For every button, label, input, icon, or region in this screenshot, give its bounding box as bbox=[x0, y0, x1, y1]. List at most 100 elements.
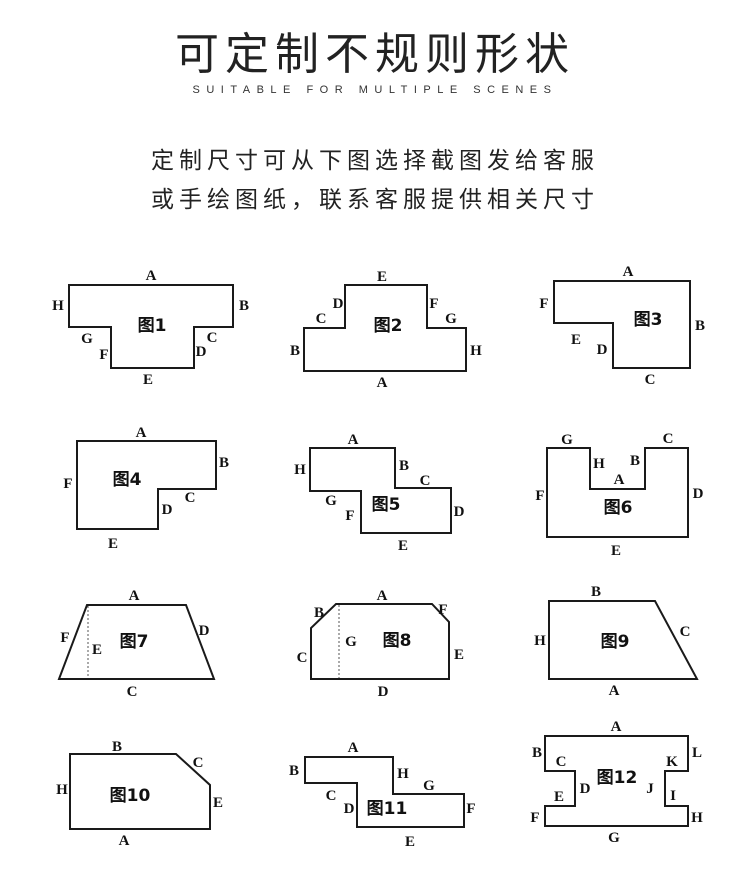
shape-7-label-f: F bbox=[60, 630, 69, 646]
shape-8-label-c: C bbox=[297, 650, 308, 666]
shape-11-label-d: D bbox=[344, 801, 355, 817]
shape-1-label-b: B bbox=[239, 298, 249, 314]
shape-6-name: 图6 bbox=[604, 498, 633, 518]
shape-12-label-c: C bbox=[556, 754, 567, 770]
instruction-line-1: 定制尺寸可从下图选择截图发给客服 bbox=[151, 148, 599, 174]
shape-8-label-b: B bbox=[314, 605, 324, 621]
shape-9-label-h: H bbox=[534, 633, 546, 649]
shape-11-label-c: C bbox=[326, 788, 337, 804]
shape-1-label-c: C bbox=[207, 330, 218, 346]
shape-9-name: 图9 bbox=[601, 632, 630, 652]
shape-8-outline bbox=[310, 603, 450, 680]
shape-6-label-f: F bbox=[535, 488, 544, 504]
shape-1-label-a: A bbox=[146, 268, 157, 284]
shape-12-label-f: F bbox=[530, 810, 539, 826]
shape-2-label-c: C bbox=[316, 311, 327, 327]
shape-12-label-l: L bbox=[692, 745, 702, 761]
shape-12-label-k: K bbox=[666, 754, 678, 770]
shape-3-label-f: F bbox=[539, 296, 548, 312]
shape-4-label-f: F bbox=[63, 476, 72, 492]
shape-11-outline bbox=[304, 756, 465, 828]
shape-4: 图4 A B C D E F bbox=[63, 425, 229, 552]
shape-5-label-a: A bbox=[348, 432, 359, 448]
shape-2-label-b: B bbox=[290, 343, 300, 359]
shape-5: 图5 A B C D E F G H bbox=[294, 432, 464, 554]
shape-4-label-b: B bbox=[219, 455, 229, 471]
shape-12-label-h: H bbox=[691, 810, 703, 826]
shape-12-label-a: A bbox=[611, 719, 622, 735]
shape-11-label-h: H bbox=[397, 766, 409, 782]
shape-2-label-h: H bbox=[470, 343, 482, 359]
shape-7-label-a: A bbox=[129, 588, 140, 604]
shape-5-outline bbox=[309, 447, 452, 534]
shape-10-label-b: B bbox=[112, 739, 122, 755]
shape-8-label-g: G bbox=[345, 634, 357, 650]
shape-12-label-j: J bbox=[646, 781, 654, 797]
shape-11-name: 图11 bbox=[367, 799, 408, 819]
shape-1-outline bbox=[68, 284, 234, 369]
shape-10-label-e: E bbox=[213, 795, 223, 811]
shape-5-label-h: H bbox=[294, 462, 306, 478]
shape-3-outline bbox=[553, 280, 691, 369]
shape-6-label-b: B bbox=[630, 453, 640, 469]
shape-10: 图10 B C H E A bbox=[56, 739, 223, 849]
instruction-line-2: 或手绘图纸，联系客服提供相关尺寸 bbox=[151, 187, 599, 213]
shape-11-label-b: B bbox=[289, 763, 299, 779]
shape-7: 图7 A D F E C bbox=[57, 588, 216, 700]
shape-10-name: 图10 bbox=[110, 786, 151, 806]
shape-8-label-d: D bbox=[378, 684, 389, 700]
shape-1-label-h: H bbox=[52, 298, 64, 314]
shape-6-label-c: C bbox=[663, 431, 674, 447]
shape-11-label-g: G bbox=[423, 778, 435, 794]
shape-9: 图9 B C H A bbox=[534, 584, 699, 699]
shape-6-label-g: G bbox=[561, 432, 573, 448]
shape-5-label-g: G bbox=[325, 493, 337, 509]
shape-2-label-a: A bbox=[377, 375, 388, 391]
shape-12-label-b: B bbox=[532, 745, 542, 761]
shape-5-label-c: C bbox=[420, 473, 431, 489]
shape-5-label-e: E bbox=[398, 538, 408, 554]
shape-11-label-f: F bbox=[466, 801, 475, 817]
shape-7-label-c: C bbox=[127, 684, 138, 700]
shape-6: 图6 G C H B A F D E bbox=[535, 431, 703, 559]
shape-8-label-e: E bbox=[454, 647, 464, 663]
shape-8-label-f: F bbox=[438, 602, 447, 618]
shape-3-label-b: B bbox=[695, 318, 705, 334]
shape-5-label-b: B bbox=[399, 458, 409, 474]
shape-12-outline bbox=[544, 735, 689, 827]
shape-8: 图8 A B F C G E D bbox=[297, 588, 464, 700]
shape-11: 图11 A B H G C D F E bbox=[289, 740, 476, 850]
shape-4-outline bbox=[76, 440, 217, 530]
shape-5-label-d: D bbox=[454, 504, 465, 520]
shape-8-label-a: A bbox=[377, 588, 388, 604]
shape-9-label-a: A bbox=[609, 683, 620, 699]
shape-12-label-e: E bbox=[554, 789, 564, 805]
shape-4-name: 图4 bbox=[113, 470, 142, 490]
shape-4-label-a: A bbox=[136, 425, 147, 441]
shape-3-label-a: A bbox=[623, 264, 634, 280]
shape-1: 图1 A B C D E F G H bbox=[52, 268, 249, 388]
shape-4-label-c: C bbox=[185, 490, 196, 506]
shape-2: 图2 E D F C G B H A bbox=[290, 269, 482, 391]
shape-1-label-d: D bbox=[196, 344, 207, 360]
shape-10-label-a: A bbox=[119, 833, 130, 849]
shape-2-label-g: G bbox=[445, 311, 457, 327]
shape-9-label-b: B bbox=[591, 584, 601, 600]
shape-10-label-c: C bbox=[193, 755, 204, 771]
shape-6-label-e: E bbox=[611, 543, 621, 559]
shape-9-label-c: C bbox=[680, 624, 691, 640]
shape-8-name: 图8 bbox=[383, 631, 412, 651]
shape-10-label-h: H bbox=[56, 782, 68, 798]
shape-6-label-a: A bbox=[614, 472, 625, 488]
shape-12-label-d: D bbox=[580, 781, 591, 797]
shape-2-label-e: E bbox=[377, 269, 387, 285]
shape-6-label-h: H bbox=[593, 456, 605, 472]
shape-3: 图3 A B C D E F bbox=[539, 264, 705, 388]
shape-7-name: 图7 bbox=[120, 632, 149, 652]
shape-12-name: 图12 bbox=[597, 768, 638, 788]
shape-5-label-f: F bbox=[345, 508, 354, 524]
shape-12-label-g: G bbox=[608, 830, 620, 846]
shape-3-name: 图3 bbox=[634, 310, 663, 330]
shape-1-label-e: E bbox=[143, 372, 153, 388]
